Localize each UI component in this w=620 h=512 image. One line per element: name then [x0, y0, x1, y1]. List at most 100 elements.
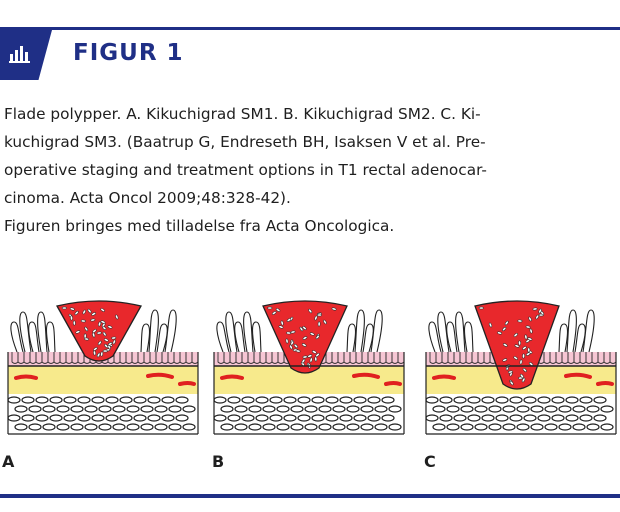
muscle-fiber: [593, 414, 607, 422]
muscle-fiber: [262, 423, 276, 431]
muscle-fiber: [439, 414, 453, 422]
muscle-fiber: [551, 414, 565, 422]
muscle-fiber: [460, 423, 474, 431]
muscle-layer: [426, 394, 616, 434]
tumor-gland: [538, 308, 542, 314]
tumor-gland: [314, 356, 318, 362]
villus: [45, 321, 56, 353]
tumor-gland: [316, 313, 322, 317]
muscle-fiber: [381, 396, 395, 404]
muscle-fiber: [42, 423, 56, 431]
tumor-gland: [93, 350, 96, 356]
muscle-fiber: [537, 414, 551, 422]
tumor-gland: [497, 331, 503, 335]
muscle-fiber: [600, 405, 614, 413]
muscle-fiber: [509, 396, 523, 404]
muscle-fiber: [35, 396, 49, 404]
muscle-fiber: [28, 423, 42, 431]
tumor-gland: [93, 347, 98, 351]
tumor-gland: [100, 308, 105, 312]
muscle-fiber: [446, 405, 460, 413]
villus: [243, 311, 254, 353]
muscle-fiber: [28, 405, 42, 413]
muscle-fiber: [182, 423, 196, 431]
muscle-fiber: [241, 414, 255, 422]
muscle-fiber: [63, 396, 77, 404]
vessel: [178, 381, 196, 386]
muscle-fiber: [147, 396, 161, 404]
villus: [463, 321, 474, 353]
tumor-gland: [72, 320, 76, 326]
muscle-fiber: [21, 414, 35, 422]
tumor-gland: [84, 326, 89, 332]
muscle-fiber: [234, 423, 248, 431]
tumor-gland: [307, 354, 313, 358]
muscle-fiber: [49, 414, 63, 422]
muscle-fiber: [269, 396, 283, 404]
muscle-fiber: [488, 405, 502, 413]
bar-chart-icon: [9, 46, 30, 63]
panel-label-b: B: [212, 452, 225, 471]
panel-label-c: C: [424, 452, 436, 471]
muscle-fiber: [133, 414, 147, 422]
footer-rule: [0, 494, 620, 498]
muscle-fiber: [147, 414, 161, 422]
villus: [251, 321, 262, 353]
muscle-fiber: [98, 405, 112, 413]
muscle-fiber: [381, 414, 395, 422]
tumor-gland: [100, 320, 106, 324]
tumor-gland: [74, 310, 79, 316]
muscle-fiber: [325, 414, 339, 422]
muscle-fiber: [586, 423, 600, 431]
vessel: [14, 374, 38, 380]
muscle-fiber: [360, 405, 374, 413]
vessel: [596, 381, 614, 386]
tumor-gland: [520, 373, 524, 379]
muscle-fiber: [182, 405, 196, 413]
muscle-fiber: [339, 414, 353, 422]
muscle-fiber: [161, 414, 175, 422]
muscle-fiber: [262, 405, 276, 413]
muscle-fiber: [530, 423, 544, 431]
tumor-gland: [100, 351, 104, 357]
tumor-gland: [323, 319, 327, 325]
muscle-fiber: [276, 405, 290, 413]
muscle-fiber: [325, 396, 339, 404]
villus: [164, 309, 177, 353]
muscle-fiber: [432, 423, 446, 431]
muscle-fiber: [523, 396, 537, 404]
muscle-fiber: [290, 423, 304, 431]
muscle-fiber: [56, 405, 70, 413]
muscle-fiber: [98, 423, 112, 431]
muscle-fiber: [367, 396, 381, 404]
muscle-fiber: [572, 423, 586, 431]
muscle-fiber: [119, 414, 133, 422]
vessel: [384, 381, 402, 386]
muscle-fiber: [126, 405, 140, 413]
muscle-fiber: [565, 396, 579, 404]
villus: [234, 321, 246, 353]
muscle-fiber: [168, 405, 182, 413]
muscle-fiber: [460, 405, 474, 413]
tumor-gland: [112, 339, 116, 345]
muscle-fiber: [558, 423, 572, 431]
muscle-fiber: [21, 396, 35, 404]
muscle-fiber: [353, 414, 367, 422]
muscle-fiber: [14, 423, 28, 431]
tumor-gland: [529, 328, 533, 334]
muscle-fiber: [77, 414, 91, 422]
tumor-gland: [87, 308, 92, 314]
muscle-fiber: [572, 405, 586, 413]
villus: [216, 321, 230, 353]
muscle-fiber: [339, 396, 353, 404]
muscle-fiber: [311, 396, 325, 404]
muscle-fiber: [63, 414, 77, 422]
villus: [566, 309, 577, 353]
muscle-fiber: [353, 396, 367, 404]
villus: [354, 309, 365, 353]
villus: [37, 311, 48, 353]
muscle-fiber: [168, 423, 182, 431]
muscle-fiber: [509, 414, 523, 422]
muscle-fiber: [593, 396, 607, 404]
tumor-gland: [90, 318, 96, 322]
